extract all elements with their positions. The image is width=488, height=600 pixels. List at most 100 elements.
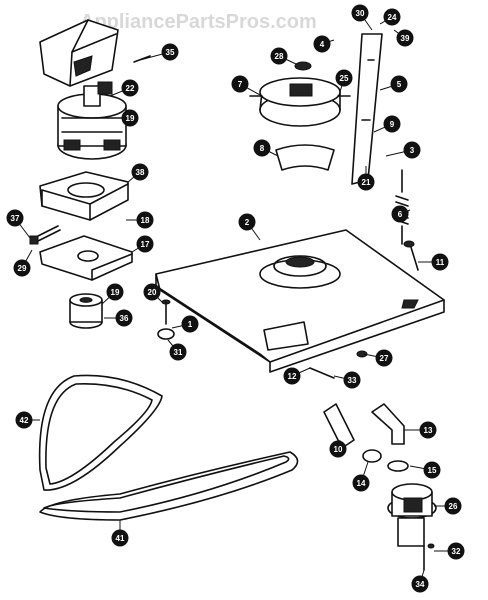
callout-circle bbox=[351, 4, 369, 22]
callout-circle bbox=[375, 349, 393, 367]
callout-badge: 9 bbox=[383, 115, 401, 133]
callout-badge: 15 bbox=[423, 461, 441, 479]
callout-circle bbox=[169, 343, 187, 361]
callout-circle bbox=[352, 474, 370, 492]
callout-number: 36 bbox=[120, 314, 129, 323]
callout-number: 7 bbox=[238, 80, 243, 89]
callout-circle bbox=[396, 29, 414, 47]
callout-badge: 26 bbox=[444, 497, 462, 515]
callout-badge: 27 bbox=[375, 349, 393, 367]
callout-circle bbox=[444, 497, 462, 515]
callout-badge: 39 bbox=[396, 29, 414, 47]
callout-number: 20 bbox=[148, 288, 157, 297]
callout-badge: 4 bbox=[313, 35, 331, 53]
callout-number: 35 bbox=[166, 48, 175, 57]
callout-circle bbox=[391, 205, 409, 223]
callout-circle bbox=[411, 575, 429, 593]
callout-circle bbox=[431, 253, 449, 271]
callout-badge: 36 bbox=[115, 309, 133, 327]
callout-badge: 37 bbox=[6, 209, 24, 227]
callout-number: 34 bbox=[416, 580, 425, 589]
callout-number: 13 bbox=[424, 426, 433, 435]
clutch-ring-part bbox=[275, 144, 335, 171]
callout-badge: 17 bbox=[136, 235, 154, 253]
callout-number: 28 bbox=[275, 52, 284, 61]
callout-circle bbox=[313, 35, 331, 53]
base-plate-part bbox=[155, 229, 445, 373]
callout-badge: 34 bbox=[411, 575, 429, 593]
callout-badge: 12 bbox=[283, 367, 301, 385]
callout-badge: 18 bbox=[136, 211, 154, 229]
callout-number: 18 bbox=[141, 216, 150, 225]
callout-badge: 24 bbox=[383, 8, 401, 26]
callout-circle bbox=[6, 209, 24, 227]
callout-circle bbox=[419, 421, 437, 439]
clutch-assembly-part bbox=[249, 61, 351, 127]
adjusting-bolt-part bbox=[29, 225, 61, 245]
callout-circle bbox=[329, 440, 347, 458]
callout-circle bbox=[253, 139, 271, 157]
callout-badge: 14 bbox=[352, 474, 370, 492]
callout-badge: 8 bbox=[253, 139, 271, 157]
callout-badge: 3 bbox=[403, 141, 421, 159]
callout-circle bbox=[403, 141, 421, 159]
callout-circle bbox=[111, 529, 129, 547]
callout-badge: 6 bbox=[391, 205, 409, 223]
callout-circle bbox=[161, 43, 179, 61]
callout-circle bbox=[121, 79, 139, 97]
lower-bracket-part bbox=[39, 235, 133, 281]
callout-number: 21 bbox=[362, 178, 371, 187]
callout-number: 3 bbox=[410, 146, 415, 155]
water-pump-part bbox=[387, 483, 437, 547]
callout-badge: 38 bbox=[131, 163, 149, 181]
callout-badge: 33 bbox=[343, 371, 361, 389]
callout-circle bbox=[13, 259, 31, 277]
callout-badge: 11 bbox=[431, 253, 449, 271]
small-hardware-parts bbox=[133, 55, 435, 571]
brake-arm-part bbox=[351, 33, 383, 185]
callout-number: 9 bbox=[390, 120, 395, 129]
callout-circle bbox=[283, 367, 301, 385]
callout-number: 17 bbox=[141, 240, 150, 249]
callout-circle bbox=[383, 115, 401, 133]
callout-number: 37 bbox=[11, 214, 20, 223]
callout-circle bbox=[106, 283, 124, 301]
drive-belt-part bbox=[38, 374, 163, 491]
pivot-bolt-part bbox=[403, 240, 419, 271]
callout-circle bbox=[390, 75, 408, 93]
callout-badge: 10 bbox=[329, 440, 347, 458]
callout-number: 26 bbox=[449, 502, 458, 511]
callout-circle bbox=[15, 411, 33, 429]
callout-badge: 28 bbox=[270, 47, 288, 65]
callout-badge: 31 bbox=[169, 343, 187, 361]
callout-number: 5 bbox=[397, 80, 402, 89]
callout-number: 14 bbox=[357, 479, 366, 488]
callout-number: 6 bbox=[398, 210, 403, 219]
callout-number: 31 bbox=[174, 348, 183, 357]
callout-circle bbox=[357, 173, 375, 191]
callout-badge: 32 bbox=[447, 542, 465, 560]
callout-badge: 7 bbox=[231, 75, 249, 93]
callout-badge: 41 bbox=[111, 529, 129, 547]
callout-badge: 25 bbox=[335, 69, 353, 87]
callout-badge: 29 bbox=[13, 259, 31, 277]
callout-number: 39 bbox=[401, 34, 410, 43]
callout-badge: 1 bbox=[181, 315, 199, 333]
callout-badge: 5 bbox=[390, 75, 408, 93]
callout-number: 1 bbox=[188, 320, 193, 329]
callout-number: 15 bbox=[428, 466, 437, 475]
callout-circle bbox=[383, 8, 401, 26]
drive-motor-part bbox=[57, 81, 127, 160]
callout-number: 24 bbox=[388, 13, 397, 22]
callout-number: 22 bbox=[126, 84, 135, 93]
callout-circle bbox=[115, 309, 133, 327]
callout-number: 2 bbox=[245, 218, 250, 227]
callout-circle bbox=[131, 163, 149, 181]
callout-badge: 13 bbox=[419, 421, 437, 439]
callout-circle bbox=[143, 283, 161, 301]
callout-badge: 19 bbox=[121, 109, 139, 127]
callout-badge: 22 bbox=[121, 79, 139, 97]
callout-number: 19 bbox=[111, 288, 120, 297]
